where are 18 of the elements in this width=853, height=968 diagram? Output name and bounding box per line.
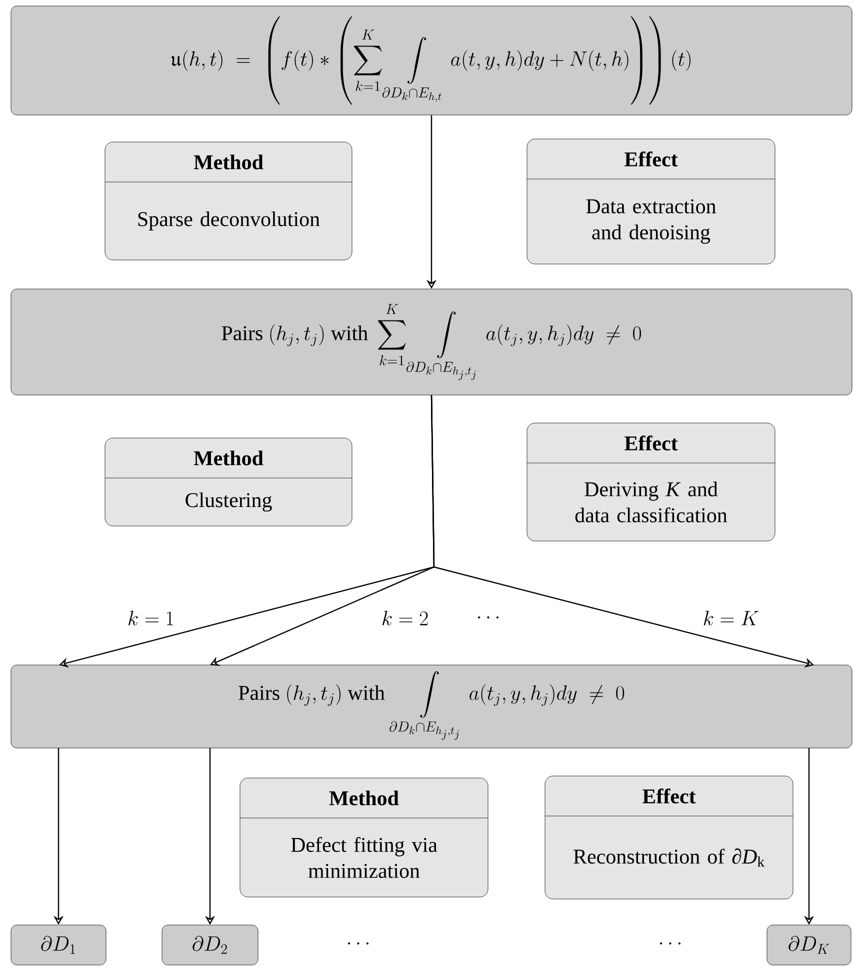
ellipsis-label: $\cdots$ <box>348 942 369 945</box>
formula-box: $\text{Pairs } (h_j,t_j) \text{ with } \int\limits_{\partial D_k\cap E_{h_j,t_j}} a(t_j,y,h_j)dy\;\neq\;0$ <box>10 664 852 748</box>
result-box: $\partial D_2$ <box>162 924 258 966</box>
method-card: Method Defect fitting via minimization <box>240 778 488 898</box>
result-box: $\partial D_K$ <box>766 924 852 966</box>
formula-box: $\text{Pairs } (h_j,t_j) \text{ with } \sum_{k=1}^{K}\int\limits_{\partial D_k\cap E_{h_j,t_j}} a(t_j,y,h_j)dy\;\neq\;0$ <box>10 288 852 396</box>
method-card: Effect Deriving K and data classification <box>526 422 776 542</box>
edge-label: $k = 1$ <box>126 610 176 626</box>
method-card: Method Clustering <box>104 438 352 526</box>
edge-label: $k = K$ <box>702 610 760 626</box>
method-card: Effect Data extraction and denoising <box>526 138 776 264</box>
method-card: Effect Reconstruction of ∂D$_{k}$ <box>544 776 794 900</box>
result-box: $\partial D_1$ <box>10 924 106 966</box>
ellipsis-label: $\cdots$ <box>660 942 681 945</box>
method-card: Method Sparse deconvolution <box>104 142 352 260</box>
formula-box: $\mathfrak{u}(h,t)\;=\;\left(f(t)*\left(\sum_{k=1}^{K}\int\limits_{\partial D_k\cap E_{h,t}} a(t,y,h)dy+N(t,h)\right)\right)(t)$ <box>10 6 852 116</box>
ellipsis-label: $\cdots$ <box>478 616 499 619</box>
edge-label: $k = 2$ <box>380 610 430 626</box>
